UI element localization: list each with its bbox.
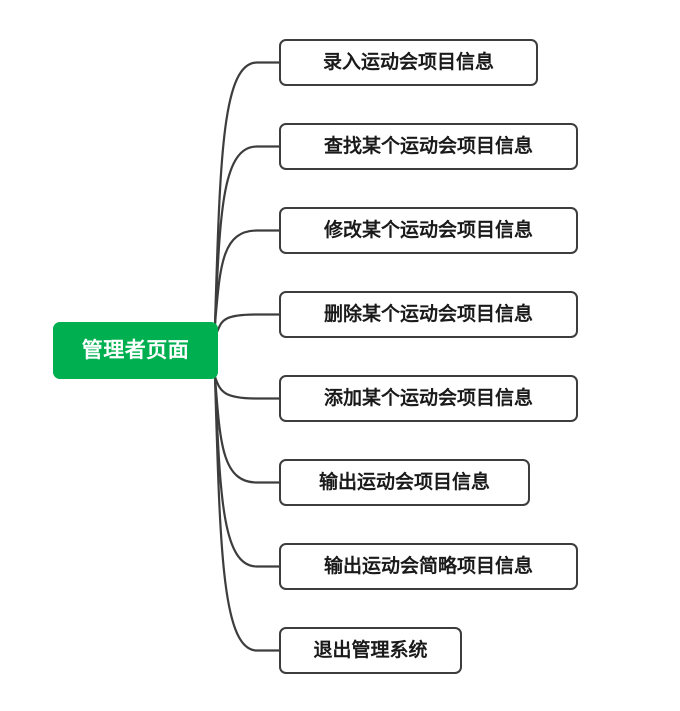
branch-connector-8 bbox=[213, 375, 281, 652]
child-node-label: 查找某个运动会项目信息 bbox=[323, 135, 533, 157]
child-node-6[interactable]: 输出运动会项目信息 bbox=[279, 459, 530, 506]
child-node-4[interactable]: 删除某个运动会项目信息 bbox=[279, 291, 578, 338]
branch-connector-1 bbox=[213, 61, 281, 326]
branch-connector-5 bbox=[213, 375, 281, 400]
root-node-manager-page[interactable]: 管理者页面 bbox=[53, 322, 218, 379]
child-node-label: 输出运动会简略项目信息 bbox=[323, 555, 533, 577]
child-node-1[interactable]: 录入运动会项目信息 bbox=[279, 39, 538, 86]
child-node-label: 退出管理系统 bbox=[313, 639, 428, 661]
branch-connector-6 bbox=[213, 375, 281, 484]
child-node-label: 修改某个运动会项目信息 bbox=[323, 219, 533, 241]
child-node-2[interactable]: 查找某个运动会项目信息 bbox=[279, 123, 578, 170]
child-node-7[interactable]: 输出运动会简略项目信息 bbox=[279, 543, 578, 590]
root-node-label: 管理者页面 bbox=[81, 338, 190, 362]
child-node-8[interactable]: 退出管理系统 bbox=[279, 627, 462, 674]
branch-connector-2 bbox=[213, 145, 281, 326]
child-node-label: 录入运动会项目信息 bbox=[322, 51, 494, 73]
branch-connector-4 bbox=[215, 313, 281, 334]
child-node-label: 删除某个运动会项目信息 bbox=[323, 303, 533, 325]
child-node-label: 输出运动会项目信息 bbox=[318, 471, 490, 493]
child-node-3[interactable]: 修改某个运动会项目信息 bbox=[279, 207, 578, 254]
child-node-5[interactable]: 添加某个运动会项目信息 bbox=[279, 375, 578, 422]
branch-connector-3 bbox=[213, 229, 281, 326]
child-node-label: 添加某个运动会项目信息 bbox=[323, 387, 533, 409]
branch-connector-7 bbox=[213, 375, 281, 568]
